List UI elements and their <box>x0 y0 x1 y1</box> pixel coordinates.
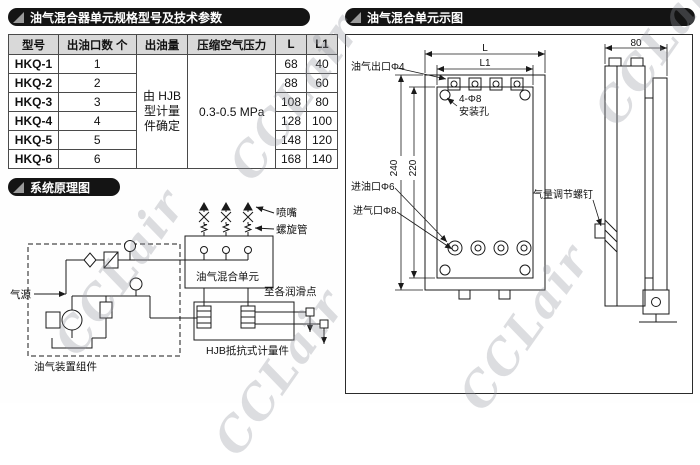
spec-title-bar: 油气混合器单元规格型号及技术参数 <box>8 8 310 26</box>
label-air-source: 气源 <box>10 288 31 301</box>
schematic-linework <box>27 201 329 357</box>
label-mount-holes-2: 安装孔 <box>459 105 489 118</box>
cell-model: HKQ-4 <box>8 111 59 131</box>
cell-L: 168 <box>275 149 307 169</box>
label-mixing-unit: 油气混合单元 <box>196 270 259 283</box>
cell-model: HKQ-5 <box>8 130 59 150</box>
cell-L1: 80 <box>305 92 339 112</box>
header-model: 型号 <box>8 34 59 55</box>
cell-L1: 140 <box>305 149 339 169</box>
cell-outlets: 2 <box>57 73 137 93</box>
label-dim-l: L <box>482 43 488 54</box>
cell-L: 128 <box>275 111 307 131</box>
schematic-title-bar: 系统原理图 <box>8 178 120 196</box>
header-L1: L1 <box>305 34 339 55</box>
label-dim-220: 220 <box>408 159 419 176</box>
label-metering-part: HJB抵抗式计量件 <box>206 344 289 357</box>
cell-model: HKQ-3 <box>8 92 59 112</box>
table-row: HKQ-4 4 128 100 <box>8 111 339 131</box>
cell-L: 68 <box>275 54 307 74</box>
schematic-title: 系统原理图 <box>30 180 91 195</box>
cell-L1: 100 <box>305 111 339 131</box>
right-column: 油气混合单元示图 <box>345 8 695 394</box>
label-adjust-screw: 气量调节螺钉 <box>533 188 593 201</box>
label-dim-240: 240 <box>389 159 400 176</box>
header-outlets: 出油口数 个 <box>57 34 137 55</box>
cell-L: 148 <box>275 130 307 150</box>
front-view <box>424 74 546 300</box>
cell-L: 88 <box>275 73 307 93</box>
spec-table: 型号 出油口数 个 出油量 压缩空气压力 L L1 HKQ-1 1 由 HJB … <box>8 34 339 169</box>
cell-L1: 60 <box>305 73 339 93</box>
cell-L1: 120 <box>305 130 339 150</box>
label-to-lube-points: 至各润滑点 <box>264 285 317 298</box>
diagram-title-bar: 油气混合单元示图 <box>345 8 695 26</box>
label-dim-l1: L1 <box>479 58 491 69</box>
label-dim-80: 80 <box>630 38 642 49</box>
title-marker-icon <box>13 181 24 193</box>
label-spiral-tube: 螺旋管 <box>276 223 308 236</box>
cell-pressure: 0.3-0.5 MPa <box>187 54 277 169</box>
diagram-title: 油气混合单元示图 <box>367 10 464 25</box>
label-oil-gas-outlet: 油气出口Φ4 <box>351 60 405 73</box>
label-mount-holes: 4-Φ8 <box>459 94 482 105</box>
label-air-inlet: 进气口Φ8 <box>353 204 397 217</box>
cell-outlets: 5 <box>57 130 137 150</box>
label-nozzle: 喷嘴 <box>276 207 297 219</box>
cell-L1: 40 <box>305 54 339 74</box>
header-pressure: 压缩空气压力 <box>187 34 277 55</box>
cell-model: HKQ-6 <box>8 149 59 169</box>
header-output: 出油量 <box>135 34 189 55</box>
spec-title: 油气混合器单元规格型号及技术参数 <box>30 10 223 25</box>
cell-outlets: 3 <box>57 92 137 112</box>
label-oil-inlet: 进油口Φ6 <box>351 180 395 193</box>
cell-model: HKQ-2 <box>8 73 59 93</box>
catalog-page: CCLair CCLair CCLair CCLair CCLair 油气混合器… <box>8 0 700 465</box>
dimension-lines <box>394 44 668 291</box>
unit-drawing: 油气出口Φ4 L L1 80 4-Φ8 安装孔 240 220 进油口Φ6 进气… <box>351 38 677 323</box>
header-L: L <box>275 34 307 55</box>
schematic-labels: 气源 喷嘴 螺旋管 油气混合单元 至各润滑点 HJB抵抗式计量件 油气装置组件 <box>10 207 317 373</box>
drawing-labels: 油气出口Φ4 L L1 80 4-Φ8 安装孔 240 220 进油口Φ6 进气… <box>351 38 642 217</box>
cell-oil-output: 由 HJB 型计量 件确定 <box>135 54 189 169</box>
label-device-assembly: 油气装置组件 <box>34 360 97 373</box>
cell-outlets: 1 <box>57 54 137 74</box>
table-row: HKQ-5 5 148 120 <box>8 130 339 150</box>
side-view <box>594 57 677 323</box>
cell-L: 108 <box>275 92 307 112</box>
cell-model: HKQ-1 <box>8 54 59 74</box>
left-column: 油气混合器单元规格型号及技术参数 型号 出油口数 个 出油量 压缩空气压力 L … <box>8 8 340 390</box>
drawing-frame: 油气出口Φ4 L L1 80 4-Φ8 安装孔 240 220 进油口Φ6 进气… <box>345 34 693 394</box>
table-row: HKQ-6 6 168 140 <box>8 149 339 169</box>
title-marker-icon <box>13 11 24 23</box>
system-schematic: 气源 喷嘴 螺旋管 油气混合单元 至各润滑点 HJB抵抗式计量件 油气装置组件 <box>10 201 329 373</box>
table-header-row: 型号 出油口数 个 出油量 压缩空气压力 L L1 <box>8 34 339 55</box>
table-row: HKQ-1 1 由 HJB 型计量 件确定 0.3-0.5 MPa 68 40 <box>8 54 339 169</box>
cell-outlets: 6 <box>57 149 137 169</box>
title-marker-icon <box>350 11 361 23</box>
cell-outlets: 4 <box>57 111 137 131</box>
